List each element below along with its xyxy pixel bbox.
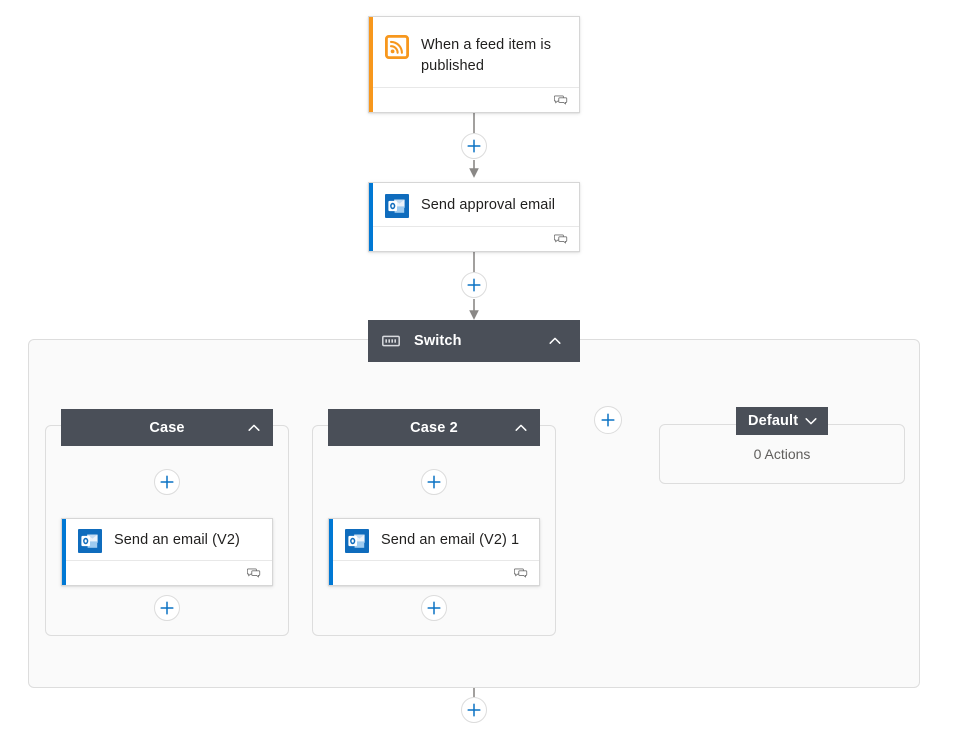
- outlook-icon: [385, 193, 409, 218]
- action-card-footer: [333, 560, 539, 585]
- action-card-header: Send an email (V2): [62, 519, 272, 562]
- action-card-send-approval-email[interactable]: Send approval email: [368, 182, 580, 252]
- action-accent-bar: [369, 183, 373, 251]
- action-card-header: Send approval email: [369, 183, 579, 228]
- action-accent-bar: [62, 519, 66, 585]
- action-accent-bar: [329, 519, 333, 585]
- case-1-header[interactable]: Case: [61, 409, 273, 446]
- action-card-title: Send an email (V2): [114, 532, 240, 548]
- case-2-label: Case 2: [410, 419, 458, 436]
- outlook-icon: [345, 528, 369, 553]
- default-empty-label: 0 Actions: [753, 446, 811, 462]
- add-step-after-switch-button[interactable]: [461, 697, 487, 723]
- default-branch-header[interactable]: Default: [736, 407, 828, 435]
- case-1-collapse-chevron-up-icon[interactable]: [243, 417, 265, 439]
- add-case-button[interactable]: [594, 406, 622, 434]
- action-card-footer: [373, 226, 579, 251]
- trigger-accent-bar: [369, 17, 373, 112]
- switch-header[interactable]: Switch: [368, 320, 580, 362]
- add-step-case-bottom-button[interactable]: [154, 595, 180, 621]
- action-card-header: Send an email (V2) 1: [329, 519, 539, 562]
- add-step-case2-bottom-button[interactable]: [421, 595, 447, 621]
- trigger-card-when-a-feed-item-is-published[interactable]: When a feed item is published: [368, 16, 580, 113]
- default-branch-label: Default: [748, 413, 799, 429]
- case-1-label: Case: [149, 419, 185, 436]
- action-card-send-an-email-v2[interactable]: Send an email (V2): [61, 518, 273, 586]
- comment-icon[interactable]: [554, 233, 568, 245]
- switch-label: Switch: [414, 333, 462, 349]
- action-card-footer: [66, 560, 272, 585]
- switch-collapse-chevron-up-icon[interactable]: [544, 330, 566, 352]
- trigger-card-title: When a feed item is published: [421, 37, 552, 74]
- case-2-collapse-chevron-up-icon[interactable]: [510, 417, 532, 439]
- case-2-header[interactable]: Case 2: [328, 409, 540, 446]
- add-step-after-trigger-button[interactable]: [461, 133, 487, 159]
- add-step-case-top-button[interactable]: [154, 469, 180, 495]
- default-expand-chevron-down-icon[interactable]: [802, 412, 820, 430]
- switch-icon: [382, 335, 400, 347]
- add-step-after-send-approval-email-button[interactable]: [461, 272, 487, 298]
- add-step-case2-top-button[interactable]: [421, 469, 447, 495]
- comment-icon[interactable]: [514, 567, 528, 579]
- action-card-title: Send an email (V2) 1: [381, 532, 520, 548]
- rss-icon: [385, 35, 409, 59]
- comment-icon[interactable]: [247, 567, 261, 579]
- comment-icon[interactable]: [554, 94, 568, 106]
- action-card-send-an-email-v2-1[interactable]: Send an email (V2) 1: [328, 518, 540, 586]
- action-card-title: Send approval email: [421, 197, 556, 213]
- outlook-icon: [78, 528, 102, 553]
- trigger-card-header: When a feed item is published: [369, 17, 579, 89]
- trigger-card-footer: [373, 87, 579, 112]
